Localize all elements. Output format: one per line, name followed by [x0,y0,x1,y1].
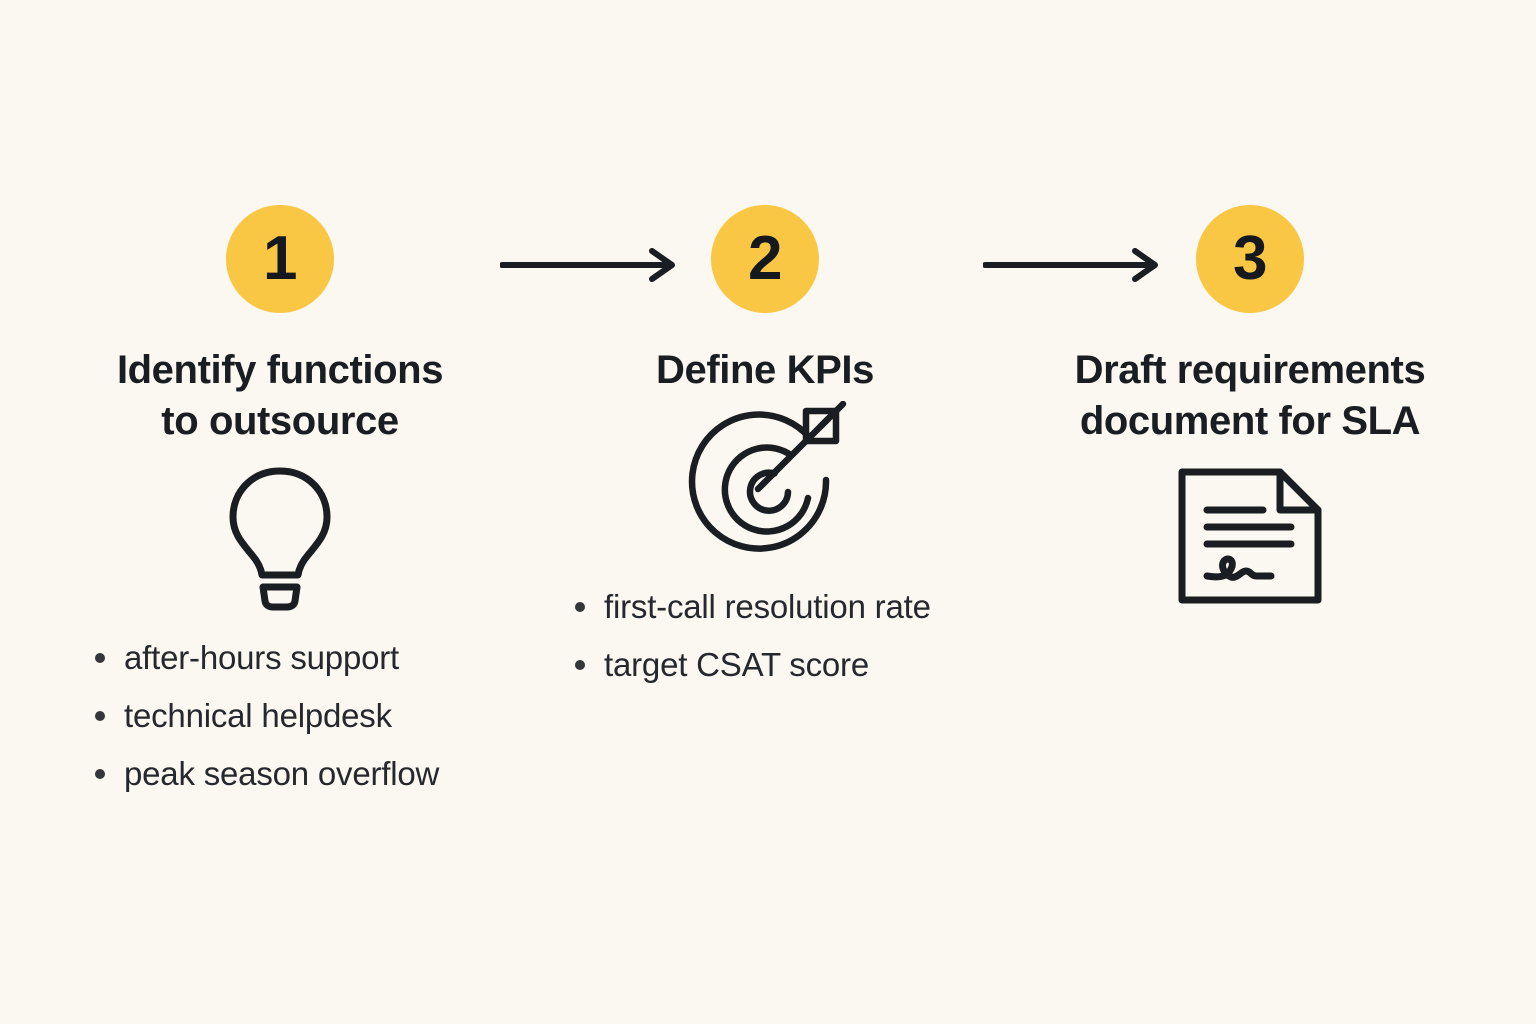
step-number-badge-2: 2 [711,205,819,313]
step-number-badge-3: 3 [1196,205,1304,313]
list-item: technical helpdesk [88,687,439,745]
target-arrow-icon [688,401,846,552]
signed-document-icon [1178,468,1322,604]
bullet-dot-icon [95,711,105,722]
bullet-dot-icon [95,653,105,664]
step-bullet-list-2: first-call resolution rate target CSAT s… [568,578,931,694]
step-title-3: Draft requirements document for SLA [1074,348,1426,444]
list-item: first-call resolution rate [568,578,931,636]
process-step-1: 1 Identify functions to outsource after-… [50,205,510,803]
step-number-3: 3 [1233,224,1267,293]
bullet-text: first-call resolution rate [604,588,931,626]
list-item: peak season overflow [88,745,439,803]
step-icon-3 [1175,461,1325,611]
process-step-2: 2 Define KPIs [540,205,990,694]
step-title-2: Define KPIs [656,348,874,392]
step-number-2: 2 [748,224,782,293]
arrow-right-icon [499,248,675,282]
lightbulb-icon [229,467,331,611]
step-icon-1 [221,461,339,611]
bullet-dot-icon [575,659,585,670]
bullet-text: technical helpdesk [124,697,392,735]
process-step-3: 3 Draft requirements document for SLA [1010,205,1490,611]
step-bullet-list-1: after-hours support technical helpdesk p… [88,629,439,802]
list-item: target CSAT score [568,636,931,694]
step-number-1: 1 [263,224,297,293]
bullet-dot-icon [575,602,585,613]
arrow-right-icon [982,248,1158,282]
bullet-text: after-hours support [124,639,400,677]
bullet-text: target CSAT score [604,645,869,683]
step-number-badge-1: 1 [226,205,334,313]
bullet-text: peak season overflow [124,754,440,792]
step-title-1: Identify functions to outsource [116,348,444,444]
step-icon-2 [678,401,853,560]
arrow-step2-to-step3 [982,248,1169,282]
bullet-dot-icon [95,768,105,779]
list-item: after-hours support [88,629,439,687]
arrow-step1-to-step2 [499,248,686,282]
